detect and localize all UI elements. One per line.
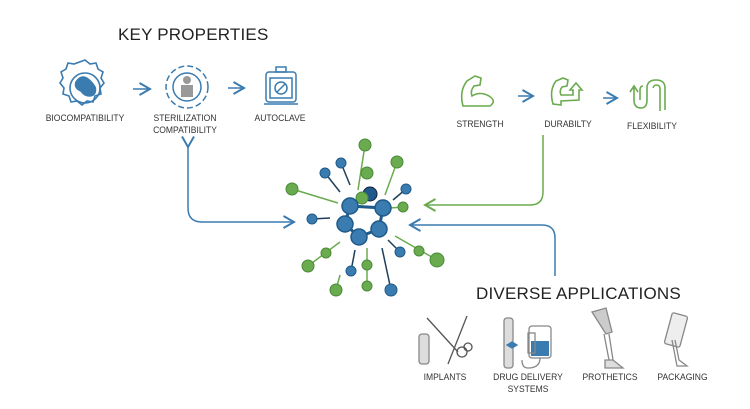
label-strength: STRENGTH <box>456 119 504 130</box>
label-durability: DURABILTY <box>544 119 592 130</box>
key-properties-title: KEY PROPERTIES <box>118 25 269 44</box>
arrow-properties-to-molecule <box>181 136 296 229</box>
label-prothetics: PROTHETICS <box>582 372 638 383</box>
arrow-mechanical-to-molecule <box>423 135 544 212</box>
atom <box>361 259 373 271</box>
diverse-applications-title: DIVERSE APPLICATIONS <box>476 284 681 303</box>
ring-atom <box>336 215 354 233</box>
atom <box>285 182 299 196</box>
bond <box>357 144 366 191</box>
label-autoclave: AUTOCLAVE <box>254 113 306 124</box>
flexed-arm-icon <box>460 75 495 107</box>
bent-tube-icon <box>629 79 666 111</box>
label-flexibility: FLEXIBILITY <box>627 121 677 132</box>
atom <box>384 283 398 297</box>
atom <box>361 280 373 292</box>
atom <box>306 213 318 225</box>
blister-pack-icon <box>663 312 689 367</box>
arm-arrow-up-icon <box>550 77 584 106</box>
polymer-molecule <box>285 138 445 297</box>
label-implants: IMPLANTS <box>423 372 467 383</box>
atom <box>345 265 357 277</box>
atom <box>400 183 412 195</box>
atom <box>397 201 409 213</box>
sterilization-icon <box>165 65 209 109</box>
ring-atom <box>341 197 359 215</box>
atom <box>355 191 369 205</box>
label-sterilization-compatibility: STERILIZATION COMPATIBILITY <box>153 113 217 136</box>
atom <box>320 247 332 259</box>
label-packaging: PACKAGING <box>657 372 708 383</box>
atom <box>329 283 343 297</box>
label-drug-delivery-systems: DRUG DELIVERY SYSTEMS <box>493 372 563 395</box>
arrow-applications-to-molecule <box>408 218 556 276</box>
atom <box>360 166 374 180</box>
atom <box>319 167 331 179</box>
bond <box>381 247 392 291</box>
atom <box>394 246 406 258</box>
iv-bag-icon <box>503 317 552 369</box>
bond <box>291 188 339 204</box>
atom <box>429 252 445 268</box>
autoclave-icon <box>264 66 298 105</box>
ring-atom <box>350 228 368 246</box>
cell-icon <box>59 59 105 107</box>
joint-scissors-icon <box>418 315 473 365</box>
atom <box>413 245 425 257</box>
ring-atom <box>374 199 392 217</box>
atom <box>390 155 404 169</box>
label-biocompatibility: BIOCOMPATIBILITY <box>45 113 125 124</box>
atom <box>358 138 372 152</box>
flow-arrows <box>133 81 619 105</box>
prosthetic-leg-icon <box>590 307 625 369</box>
atom <box>335 157 347 169</box>
ring-atom <box>370 220 388 238</box>
atom <box>301 259 315 273</box>
